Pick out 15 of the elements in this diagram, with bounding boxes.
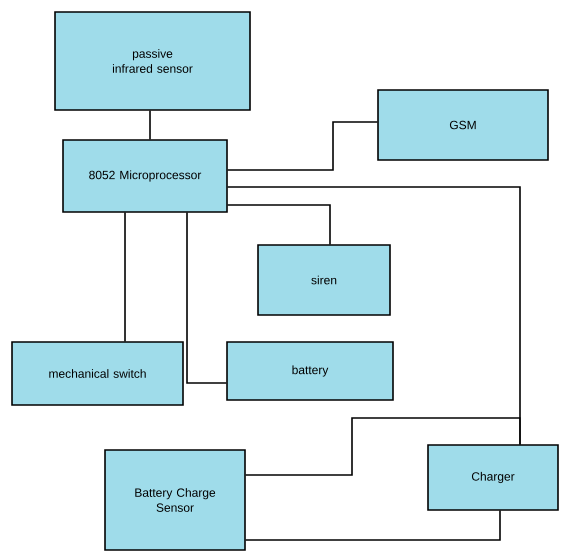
- connector-line: [124, 212, 126, 342]
- connector-line: [186, 212, 226, 384]
- process-box: 8052 Microprocessor: [62, 139, 228, 213]
- process-box: battery: [226, 341, 394, 401]
- process-box: mechanical switch: [11, 341, 184, 406]
- connector-line: [228, 121, 378, 171]
- connector-line: [228, 204, 331, 244]
- connector-line: [149, 110, 151, 140]
- process-box: Battery Charge Sensor: [104, 449, 246, 551]
- connector-line: [246, 417, 521, 476]
- process-box: passive infrared sensor: [54, 11, 251, 111]
- connector-line: [246, 510, 501, 541]
- process-box: siren: [257, 244, 391, 316]
- process-box: Charger: [427, 444, 559, 511]
- process-box: GSM: [377, 89, 549, 161]
